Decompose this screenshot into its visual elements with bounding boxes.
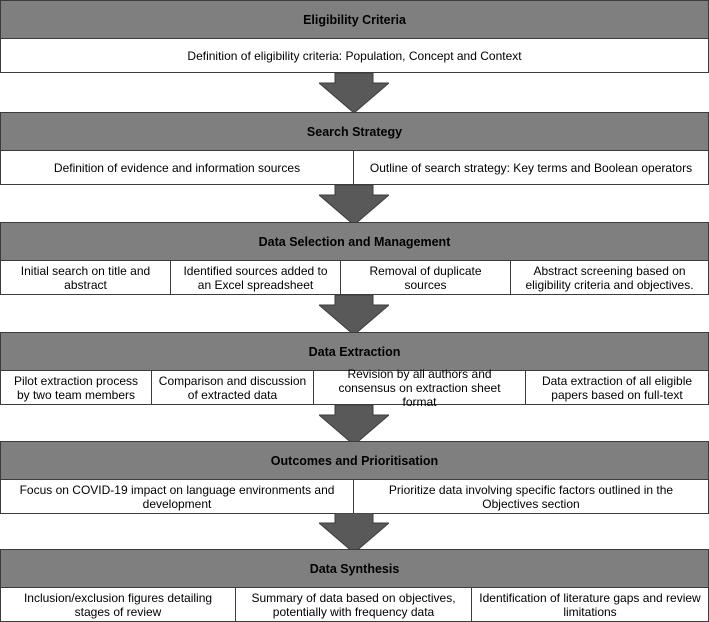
stage-header-eligibility: Eligibility Criteria <box>0 0 709 39</box>
stage-cell: Revision by all authors and consensus on… <box>314 367 526 409</box>
down-arrow-icon <box>319 295 389 335</box>
stage-row-search: Definition of evidence and information s… <box>0 151 709 185</box>
stage-cell: Initial search on title and abstract <box>0 261 171 295</box>
stage-cell: Identified sources added to an Excel spr… <box>171 261 341 295</box>
down-arrow-icon <box>319 185 389 225</box>
stage-cell: Identification of literature gaps and re… <box>472 588 709 622</box>
stage-cell: Pilot extraction process by two team mem… <box>0 371 152 405</box>
stage-cell: Outline of search strategy: Key terms an… <box>354 151 709 185</box>
down-arrow-icon <box>319 73 389 113</box>
stage-cell: Focus on COVID-19 impact on language env… <box>0 480 354 514</box>
stage-row-synthesis: Inclusion/exclusion figures detailing st… <box>0 588 709 622</box>
stage-cell: Inclusion/exclusion figures detailing st… <box>0 588 236 622</box>
stage-header-data-extraction: Data Extraction <box>0 332 709 371</box>
stage-cell: Data extraction of all eligible papers b… <box>526 371 709 405</box>
stage-row-outcomes: Focus on COVID-19 impact on language env… <box>0 480 709 514</box>
stage-header-outcomes: Outcomes and Prioritisation <box>0 441 709 480</box>
stage-cell: Comparison and discussion of extracted d… <box>152 371 314 405</box>
stage-cell: Abstract screening based on eligibility … <box>511 261 709 295</box>
stage-cell: Prioritize data involving specific facto… <box>354 480 709 514</box>
stage-header-data-selection: Data Selection and Management <box>0 222 709 261</box>
stage-header-synthesis: Data Synthesis <box>0 549 709 588</box>
down-arrow-icon <box>319 405 389 445</box>
stage-cell: Summary of data based on objectives, pot… <box>236 588 472 622</box>
stage-row-data-selection: Initial search on title and abstract Ide… <box>0 261 709 295</box>
stage-header-search: Search Strategy <box>0 112 709 151</box>
down-arrow-icon <box>319 513 389 553</box>
stage-cell: Definition of eligibility criteria: Popu… <box>0 39 709 73</box>
stage-row-eligibility: Definition of eligibility criteria: Popu… <box>0 39 709 73</box>
stage-cell: Removal of duplicate sources <box>341 261 511 295</box>
stage-cell: Definition of evidence and information s… <box>0 151 354 185</box>
stage-row-data-extraction: Pilot extraction process by two team mem… <box>0 367 709 409</box>
